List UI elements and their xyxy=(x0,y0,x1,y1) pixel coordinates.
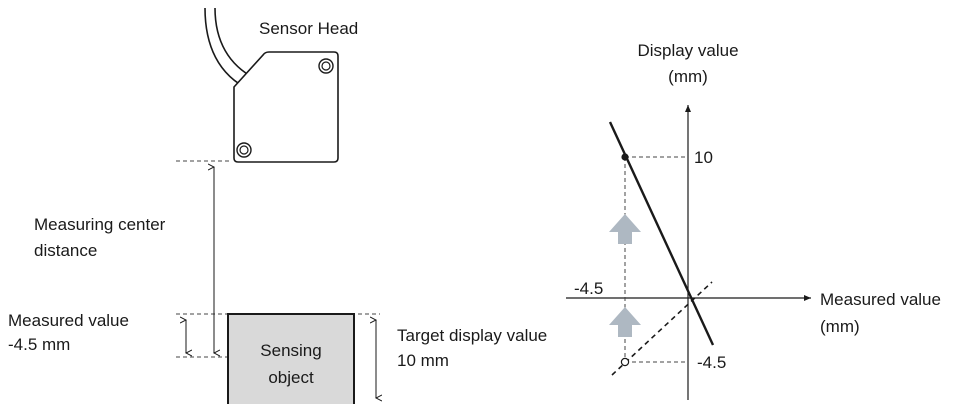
tick-label-top: 10 xyxy=(694,148,713,167)
x-axis-label-line1: Measured value xyxy=(820,290,941,309)
shift-arrow-icon xyxy=(609,214,641,244)
tick-label-bottom: -4.5 xyxy=(697,353,726,372)
sensor-body xyxy=(233,51,339,163)
screw-hole-bottom xyxy=(236,142,252,158)
original-characteristic-line xyxy=(611,281,713,376)
sensing-object-label-line2: object xyxy=(268,368,314,387)
target-display-label-line2: 10 mm xyxy=(397,351,449,370)
shift-arrow-icon xyxy=(609,307,641,337)
sensing-object xyxy=(227,313,355,404)
sensing-object-label-line1: Sensing xyxy=(260,341,321,360)
tick-label-left: -4.5 xyxy=(574,279,603,298)
measured-value-label-line2: -4.5 mm xyxy=(8,335,70,354)
screw-hole-top xyxy=(318,58,334,74)
target-point xyxy=(621,153,629,161)
measuring-center-label-line2: distance xyxy=(34,241,97,260)
measured-point xyxy=(620,357,630,367)
sensor-head xyxy=(204,7,339,163)
measuring-center-label-line1: Measuring center xyxy=(34,215,166,234)
x-axis-label-line2: (mm) xyxy=(820,317,860,336)
sensor-head-label: Sensor Head xyxy=(259,19,358,38)
measured-value-label-line1: Measured value xyxy=(8,311,129,330)
y-axis-label-line1: Display value xyxy=(637,41,738,60)
y-axis-label-line2: (mm) xyxy=(668,67,708,86)
target-display-label-line1: Target display value xyxy=(397,326,547,345)
